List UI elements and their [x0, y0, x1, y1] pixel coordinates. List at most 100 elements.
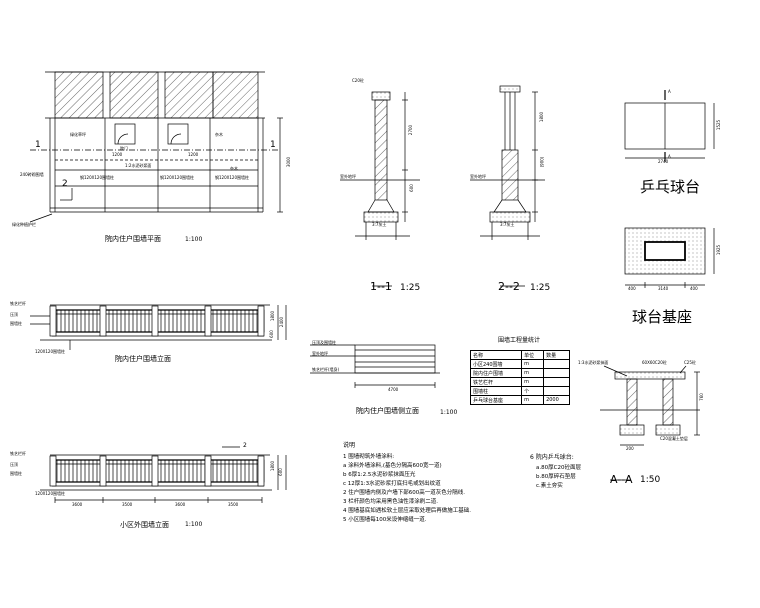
sec1-bot: 3:7灰土 — [372, 222, 387, 227]
plan-gate: 院门 — [120, 146, 128, 151]
sec1-scale: 1:25 — [400, 283, 421, 293]
sec2-scale: 1:25 — [530, 283, 551, 293]
pp-a-bot: A — [668, 154, 671, 159]
elev-in-mid-note: 压顶 — [10, 312, 18, 317]
plan-cut-1-left: 1 — [35, 140, 41, 150]
plan-dim-a: 1200 — [112, 152, 123, 157]
section-2-view — [470, 85, 545, 287]
secA-mid: 60X60C20砼 — [642, 360, 667, 365]
base-dim-w: 3140 — [658, 286, 669, 291]
qty-table-cell: 单位 — [521, 350, 545, 360]
elev-out-dim-2: 3500 — [122, 502, 133, 507]
secA-title: A--A — [610, 473, 633, 486]
elev-in-bot-note: 围墙柱 — [10, 321, 22, 326]
secA-top-r: C25砼 — [684, 360, 696, 365]
qty-table-cell — [543, 359, 570, 369]
hatched-wall-c — [164, 71, 214, 119]
elev-out-cut: 2 — [243, 442, 247, 449]
plan-hedge: 杂木 — [230, 166, 238, 171]
plan-dim-b: 1200 — [188, 152, 199, 157]
elev-out-dim2: 600 — [277, 468, 283, 476]
elev-in-view — [30, 304, 287, 350]
qty-table-cell — [543, 368, 570, 378]
plan-title: 院内住户围墙平面 — [105, 235, 161, 243]
elev-out-scale: 1:100 — [185, 521, 203, 528]
elev-out-post-note: 120X120围墙柱 — [35, 491, 66, 496]
sec2-mid-dim: (900) — [539, 156, 545, 168]
qty-table-row: 名称单位数量 — [469, 350, 570, 360]
plan-paving: 1:2水泥砂浆面 — [125, 163, 152, 168]
note-line: 4 围墙基底如遇松软土层应采取处理后再做施工基础. — [343, 508, 471, 514]
section-a-view — [600, 365, 700, 481]
note-line: c 12厚1:3水泥砂浆打底扫毛或划出纹道 — [343, 481, 441, 487]
elev-out-top-note: 铁艺栏杆 — [10, 451, 26, 456]
qty-table-cell: 2000 — [543, 395, 570, 405]
note-line: 1 围墙砌筑外墙涂料: — [343, 454, 395, 460]
plan-view — [29, 71, 283, 223]
notes-list: 1 围墙砌筑外墙涂料: a 涂料外墙涂料,(基色分隔高600宽一道) b 6厚1… — [343, 453, 471, 525]
qty-table-cell: m — [521, 377, 545, 387]
sec1-top-dim: 2700 — [408, 124, 414, 136]
plan-wall-note: 240砖砌围墙 — [20, 172, 44, 177]
plan-cut-1-right: 1 — [270, 140, 276, 150]
qty-table-cell: 数量 — [543, 350, 570, 360]
elev-in-top-note: 铁艺栏杆 — [10, 301, 26, 306]
elev-in-dim3: 2400 — [279, 316, 285, 328]
notes-heading: 说明 — [343, 442, 356, 449]
side-title: 院内住户围墙侧立面 — [356, 407, 419, 415]
base-d2: 400 — [690, 286, 698, 291]
secA-bot-l: 200 — [626, 446, 634, 451]
qty-table-title: 围墙工程量统计 — [498, 337, 541, 344]
qty-table-row: 围墙柱个 — [469, 386, 570, 396]
sec2-ground: 室外地坪 — [470, 174, 486, 179]
notes-right-list: a.80厚C20砼面层 b.80厚碎石垫层 c.素土夯实 — [536, 464, 581, 491]
note-line: a.80厚C20砼面层 — [536, 465, 581, 471]
notes-right-heading: 6 院内乒乓球台: — [530, 454, 574, 461]
hatched-wall-a — [54, 71, 104, 119]
elev-in-dim2: 600 — [268, 330, 274, 338]
base-dim-h: 1925 — [716, 244, 722, 256]
elev-out-view — [40, 446, 287, 503]
plan-cut-2: 2 — [62, 179, 68, 189]
elev-in-dim1: 1800 — [270, 310, 276, 322]
note-line: b.80厚碎石垫层 — [536, 474, 576, 480]
base-title: 球台基座 — [632, 308, 693, 326]
qty-table-cell: 个 — [521, 386, 545, 396]
sec2-bot: 3:7灰土 — [500, 222, 515, 227]
plan-dim-right: 3000 — [286, 156, 292, 168]
pp-dim-h: 1525 — [716, 119, 722, 131]
plan-foot-note: 绿化种植护栏 — [12, 222, 36, 227]
sec2-top-dim: 1800 — [539, 111, 545, 123]
side-dim: 4700 — [388, 387, 399, 392]
sec1-mid-dim: 600 — [408, 184, 414, 192]
hatched-wall-b — [109, 71, 159, 119]
note-line: c.素土夯实 — [536, 483, 563, 489]
hatched-wall-d — [212, 71, 259, 119]
elev-in-post-note: 120X120围墙柱 — [35, 349, 66, 354]
elev-out-dim1: 1800 — [270, 460, 276, 472]
plan-post-mid: 钢120X120围墙柱 — [160, 175, 195, 180]
pingpong-title: 乒乓球台 — [640, 178, 701, 196]
qty-table-cell: 院内住户围墙 — [469, 368, 523, 378]
note-line: 2 住户围墙内侧及户墙下部600高一道灰色分隔线. — [343, 490, 465, 496]
pp-a-top: A — [668, 89, 671, 94]
secA-top-l: 1:3水泥砂浆抹面 — [578, 360, 609, 365]
secA-bot-r: C20混凝土垫层 — [660, 436, 688, 441]
elev-side-view — [310, 344, 440, 388]
secA-scale: 1:50 — [640, 475, 661, 485]
secA-dim-r: 760 — [698, 393, 704, 401]
elev-out-dim-4: 3500 — [228, 502, 239, 507]
plan-post-right: 钢120X120围墙柱 — [215, 175, 250, 180]
qty-table-cell: 乒乓球台基座 — [469, 395, 523, 405]
note-line: 5 小区围墙每100米设伸缩缝一道. — [343, 517, 427, 523]
sec1-title: 1--1 — [370, 280, 392, 293]
elev-out-dim-3: 3600 — [175, 502, 186, 507]
side-l2: 室外地坪 — [312, 351, 328, 356]
sec1-cap: C20砼 — [352, 78, 364, 83]
sec2-title: 2--2 — [498, 280, 520, 293]
